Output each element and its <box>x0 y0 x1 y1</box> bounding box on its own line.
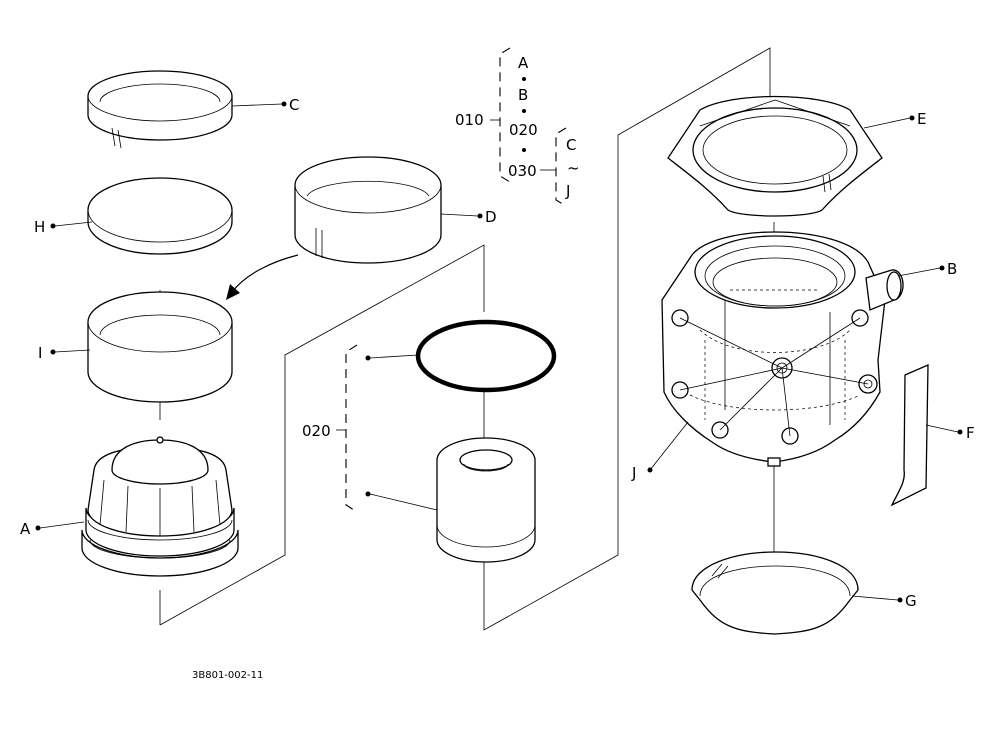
callout-labels: C H I A D E B F J G <box>20 96 975 610</box>
callout-j: J <box>631 464 636 482</box>
legend-030: 030 <box>508 162 537 180</box>
legend-item-b: B <box>518 86 528 104</box>
filter-element <box>436 437 536 563</box>
callout-a: A <box>20 520 31 538</box>
legend-bracket-010 <box>490 47 567 207</box>
part-j-body <box>661 231 904 467</box>
part-c-split-ring <box>87 70 233 149</box>
legend-item-j: J <box>565 182 570 200</box>
assembly-arrow <box>226 254 299 300</box>
callout-f: F <box>966 424 975 442</box>
filter-group-020: 020 <box>302 422 331 440</box>
callout-b: B <box>947 260 957 278</box>
part-a-cap <box>81 436 239 577</box>
part-g-bowl <box>691 551 859 635</box>
part-f-strip <box>890 364 929 507</box>
part-h-disc <box>87 177 233 255</box>
leader-lines <box>35 101 963 603</box>
callout-c: C <box>289 96 299 114</box>
callout-g: G <box>905 592 917 610</box>
filter-group-bracket <box>336 344 438 513</box>
legend-labels: 010 A B 020 030 C ~ J 020 <box>302 54 580 440</box>
part-i-band <box>87 291 233 403</box>
o-ring <box>415 319 557 393</box>
callout-h: H <box>34 218 45 236</box>
callout-d: D <box>485 208 497 226</box>
part-e-flange <box>667 95 883 217</box>
legend-020: 020 <box>509 121 538 139</box>
legend-010: 010 <box>455 111 484 129</box>
legend-tilde: ~ <box>567 159 580 177</box>
callout-i: I <box>38 344 42 362</box>
drawing-number: 3B801-002-11 <box>192 670 263 681</box>
legend-item-c: C <box>566 136 576 154</box>
legend-item-a: A <box>518 54 529 72</box>
callout-e: E <box>917 110 926 128</box>
part-d-wide-ring <box>294 156 442 264</box>
